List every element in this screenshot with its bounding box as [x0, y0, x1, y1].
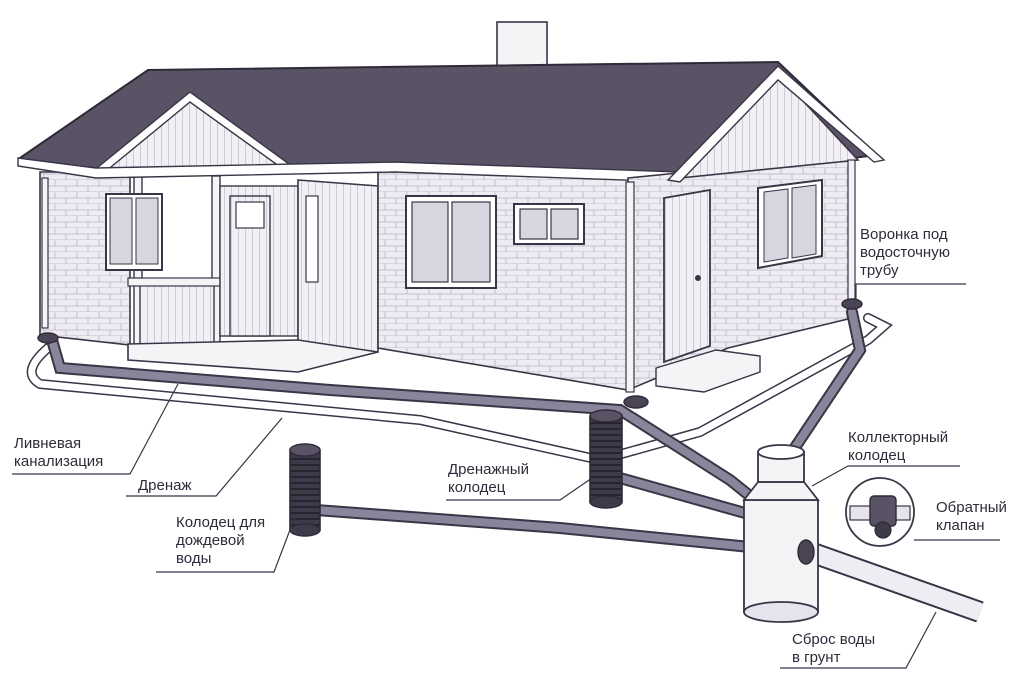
- funnel-middle: [623, 395, 649, 409]
- label-line: Сброс воды: [792, 631, 875, 648]
- label-line: клапан: [936, 517, 985, 534]
- label-line: воды: [176, 550, 211, 567]
- check-valve-inset: [845, 477, 915, 547]
- drainage-well: [589, 409, 623, 509]
- label-line: водосточную: [860, 244, 950, 261]
- label-line: колодец: [848, 447, 906, 464]
- funnel-left: [37, 332, 59, 344]
- downspout-middle: [625, 181, 635, 393]
- chimney: [496, 21, 548, 71]
- porch-rail-top: [127, 277, 221, 287]
- label-line: канализация: [14, 453, 103, 470]
- leader-ground-discharge: [780, 611, 937, 669]
- left-window: [105, 193, 163, 271]
- leader-collector-well: [811, 465, 960, 487]
- gutter-funnels: [37, 298, 863, 409]
- label-line: Коллекторный: [848, 429, 948, 446]
- leader-storm-sewer: [12, 383, 179, 475]
- leader-downspout-funnel: [855, 283, 966, 300]
- house: [17, 21, 886, 393]
- entry-room-window: [305, 195, 319, 283]
- leader-drainage: [126, 417, 283, 497]
- label-line: трубу: [860, 262, 899, 279]
- side-door: [663, 188, 711, 364]
- label-line: Колодец для: [176, 514, 265, 531]
- label-drainage: Дренаж: [138, 477, 192, 494]
- side-window: [757, 178, 823, 270]
- funnel-right: [841, 298, 863, 310]
- label-line: Обратный: [936, 499, 1007, 516]
- label-line: Дренаж: [138, 477, 192, 494]
- label-line: колодец: [448, 479, 506, 496]
- label-line: Воронка под: [860, 226, 948, 243]
- rainwater-well: [289, 443, 321, 537]
- label-line: Дренажный: [448, 461, 529, 478]
- downspout-left: [41, 177, 49, 329]
- leader-lines: [12, 283, 1000, 669]
- porch-floor: [127, 339, 379, 373]
- collector-well: [742, 444, 820, 623]
- front-window-1: [405, 195, 497, 289]
- label-line: в грунт: [792, 649, 841, 666]
- downspout-right: [847, 159, 856, 301]
- front-window-2: [513, 203, 585, 245]
- side-steps: [655, 349, 761, 393]
- door-handle: [695, 275, 701, 281]
- porch-railing: [139, 283, 215, 345]
- side-gable-trim: [666, 65, 886, 183]
- leader-drainage-well: [446, 477, 593, 501]
- porch-door-window: [235, 201, 265, 229]
- leader-rainwater-well: [156, 513, 297, 573]
- label-line: Ливневая: [14, 435, 81, 452]
- label-line: дождевой: [176, 532, 245, 549]
